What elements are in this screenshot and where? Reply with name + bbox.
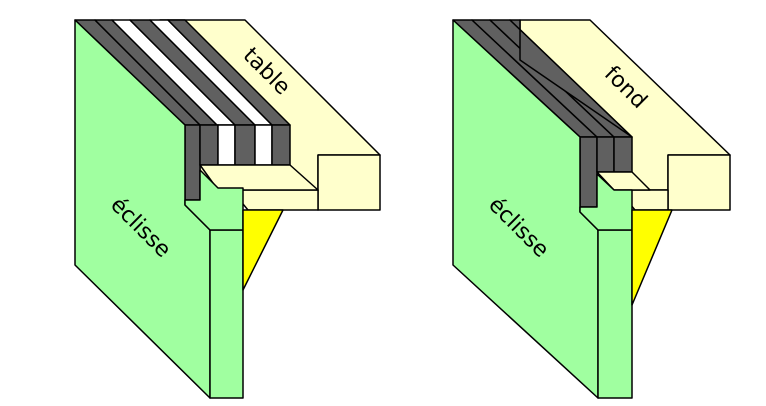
- diagram-fond: fond éclisse: [452, 19, 731, 399]
- eclisse: [452, 19, 633, 399]
- glue-block: [242, 209, 284, 291]
- diagram-table: table éclisse: [74, 19, 381, 399]
- binding-strips: [74, 19, 291, 201]
- glue-block: [631, 209, 673, 306]
- eclisse: [74, 19, 244, 399]
